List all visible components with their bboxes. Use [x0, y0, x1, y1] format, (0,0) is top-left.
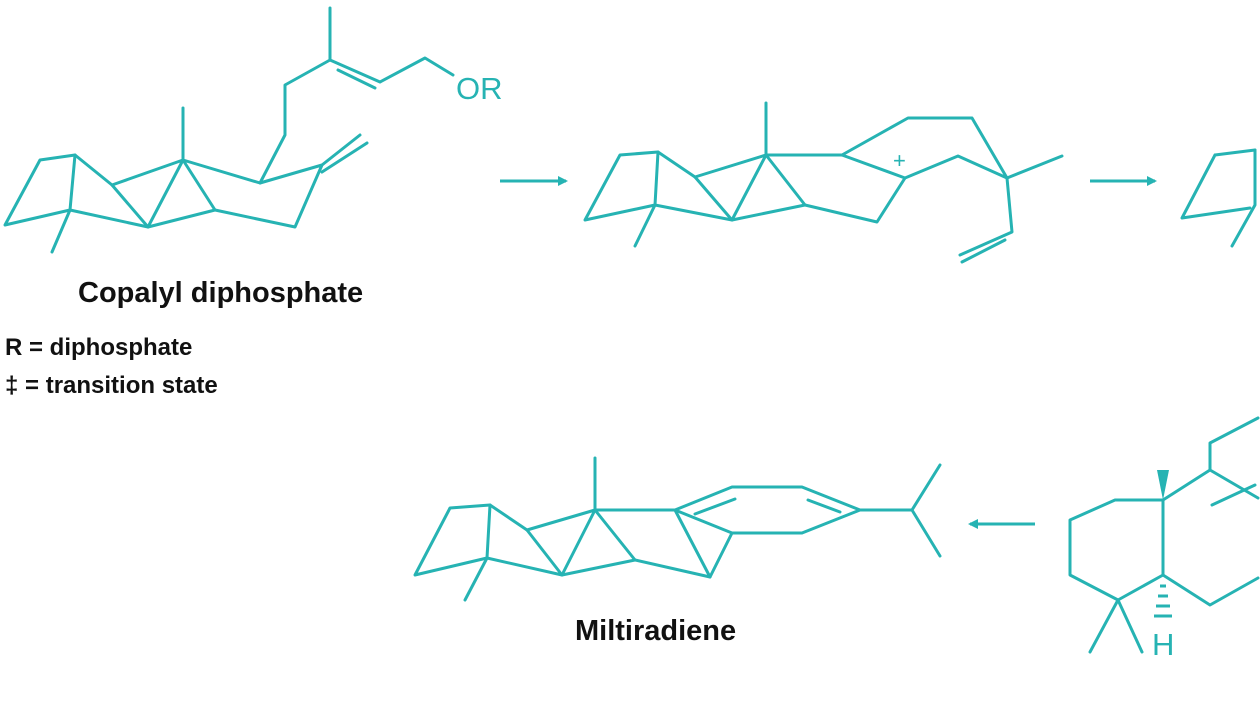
- legend-ts-definition: ‡ = transition state: [5, 372, 218, 399]
- miltiradiene-label: Miltiradiene: [575, 615, 736, 647]
- partial-next-structure: [1180, 148, 1257, 248]
- positive-charge-label: +: [893, 148, 906, 173]
- miltiradiene-structure: [413, 456, 942, 602]
- hydrogen-label: H: [1152, 627, 1174, 662]
- tricyclic-intermediate-structure: [1068, 416, 1260, 654]
- hashed-hydrogen-bond: [1154, 584, 1172, 618]
- copalyl-diphosphate-label: Copalyl diphosphate: [78, 277, 363, 309]
- wedge-methyl-bond: [1157, 470, 1169, 500]
- or-substituent-label: OR: [456, 71, 503, 106]
- copalyl-diphosphate-structure: [3, 6, 455, 254]
- carbocation-intermediate-structure: [583, 101, 1064, 264]
- legend-r-definition: R = diphosphate: [5, 334, 192, 361]
